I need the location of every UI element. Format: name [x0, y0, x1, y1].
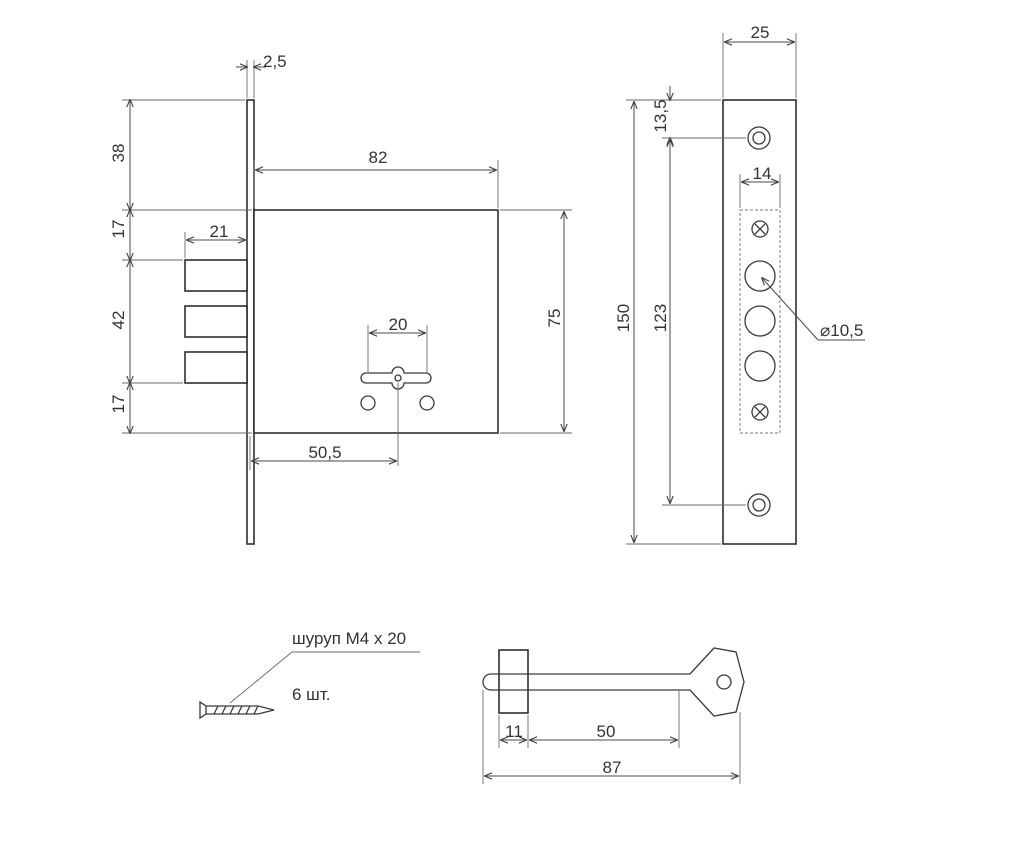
dim-label-50-5: 50,5: [308, 443, 341, 462]
dim-backset: 50,5: [249, 436, 396, 470]
dim-label-150: 150: [614, 304, 633, 332]
dim-label-21: 21: [210, 222, 229, 241]
bolt-bottom: [184, 351, 248, 384]
dim-label-87: 87: [603, 758, 622, 777]
bolt-end-1: [744, 260, 776, 292]
dim-label-2-5: 2,5: [263, 52, 287, 71]
bolt-end-2: [744, 305, 776, 337]
key-shaft-and-bow: [482, 647, 745, 717]
screw-hole-top: [747, 126, 771, 150]
dim-label-123: 123: [651, 304, 670, 332]
faceplate: [246, 99, 255, 545]
dim-key-parts: 11 50: [498, 690, 680, 748]
screw-head: [199, 700, 207, 720]
screw-head-top: [751, 220, 769, 238]
dim-plate-width: 25: [722, 23, 797, 98]
faceplate-front-view: [722, 99, 797, 545]
dim-case-depth: 82: [253, 148, 499, 208]
lock-side-view: [184, 99, 499, 545]
dim-label-13-5: 13,5: [651, 99, 670, 132]
key-ring-hole: [716, 674, 732, 690]
dim-label-20: 20: [389, 315, 408, 334]
bolt-top: [184, 259, 248, 292]
dim-bolt-diameter: ⌀10,5: [762, 278, 865, 341]
faceplate-front: [722, 99, 797, 545]
bolt-middle: [184, 305, 248, 338]
dim-plate-height: 150: [614, 99, 721, 545]
dim-label-17-top: 17: [109, 220, 128, 239]
dim-left-chain: 38 17 42 17: [109, 100, 252, 433]
key-collar: [498, 649, 529, 714]
dim-label-14: 14: [753, 164, 772, 183]
dim-bolt-length: 21: [184, 222, 245, 258]
dim-screw-offset: 13,5: [651, 86, 746, 152]
mount-hole-left: [360, 395, 376, 411]
screw-drawing: шуруп М4 х 20 6 шт.: [199, 629, 420, 720]
keyhole-center: [394, 374, 402, 382]
bolt-window: [739, 209, 781, 434]
dim-keyhole-width: 20: [367, 315, 428, 372]
screw-hole-bottom: [747, 493, 771, 517]
dim-label-17-bottom: 17: [109, 395, 128, 414]
dim-screw-spacing: 123: [651, 140, 746, 506]
screw-shank: [206, 705, 275, 715]
dim-case-height: 75: [500, 209, 572, 434]
bolt-end-3: [744, 350, 776, 382]
dim-label-diameter: ⌀10,5: [820, 321, 863, 340]
dim-label-25: 25: [751, 23, 770, 42]
key-drawing: [482, 647, 745, 717]
dim-label-42: 42: [109, 311, 128, 330]
dim-label-11: 11: [505, 722, 523, 741]
dim-label-38: 38: [109, 144, 128, 163]
lock-case: [253, 209, 499, 434]
dim-faceplate-thickness: 2,5: [236, 52, 287, 98]
dim-label-82: 82: [369, 148, 388, 167]
dim-label-75: 75: [545, 309, 564, 328]
screw-quantity: 6 шт.: [292, 685, 330, 704]
screw-label: шуруп М4 х 20: [292, 629, 406, 648]
screw-head-bottom: [751, 403, 769, 421]
dim-bolt-hole-width: 14: [739, 164, 781, 208]
dim-key-total: 87: [482, 690, 741, 784]
mount-hole-right: [419, 395, 435, 411]
keyhole-slot: [360, 366, 432, 390]
dim-label-50: 50: [597, 722, 616, 741]
